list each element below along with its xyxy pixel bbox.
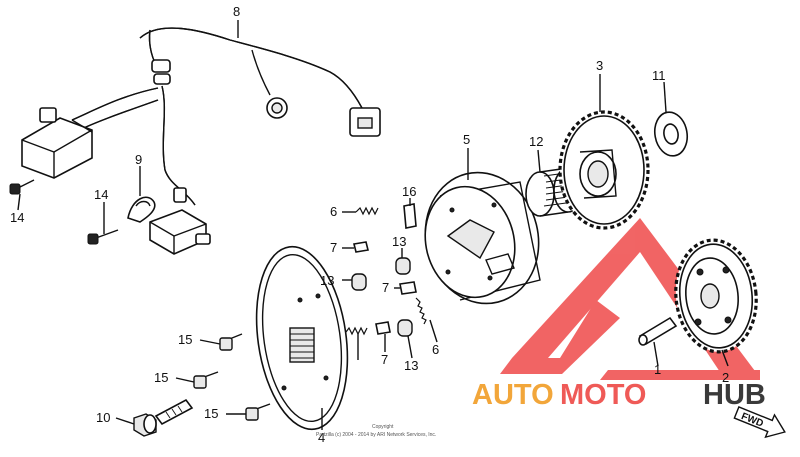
callout-3: 3 bbox=[596, 58, 603, 73]
flywheel-rotor bbox=[424, 171, 541, 305]
callout-13-left: 13 bbox=[320, 273, 334, 288]
callout-7-top: 7 bbox=[330, 240, 337, 255]
callout-5: 5 bbox=[463, 132, 470, 147]
callout-4: 4 bbox=[318, 430, 325, 445]
callout-14-left: 14 bbox=[10, 210, 24, 225]
callout-8: 8 bbox=[233, 4, 240, 19]
thrust-washer bbox=[653, 111, 689, 157]
callout-2: 2 bbox=[722, 370, 729, 385]
watermark-hub: HUB bbox=[703, 379, 766, 411]
watermark-auto: AUTO bbox=[472, 379, 554, 411]
bolt-15-top bbox=[219, 333, 243, 351]
leader-lines bbox=[17, 20, 729, 430]
callout-13-bottom: 13 bbox=[404, 358, 418, 373]
bolt-15-middle bbox=[193, 371, 219, 389]
callout-7-middle: 7 bbox=[382, 280, 389, 295]
wire-harness bbox=[71, 27, 381, 206]
callout-14-center: 14 bbox=[94, 187, 108, 202]
callout-16: 16 bbox=[402, 184, 416, 199]
one-way-clutch-small-parts bbox=[345, 203, 427, 337]
copyright-notice: Copyright Partzilla (c) 2004 - 2014 by A… bbox=[316, 424, 436, 438]
callout-6-top: 6 bbox=[330, 204, 337, 219]
callout-7-bottom: 7 bbox=[381, 352, 388, 367]
ignition-module bbox=[149, 187, 211, 255]
bolt-14-center bbox=[87, 229, 119, 245]
callout-10: 10 bbox=[96, 410, 110, 425]
callout-13-middle: 13 bbox=[392, 234, 406, 249]
callout-15-bottom: 15 bbox=[204, 406, 218, 421]
callout-11: 11 bbox=[652, 68, 666, 83]
flywheel-bolt-10 bbox=[133, 398, 194, 437]
callout-15-middle: 15 bbox=[154, 370, 168, 385]
svg-text:Copyright: Copyright bbox=[372, 424, 394, 430]
reduction-gear-shaft bbox=[638, 316, 678, 346]
fwd-label: FWD bbox=[740, 411, 765, 430]
wire-clamp bbox=[127, 196, 156, 223]
callout-6-bottom: 6 bbox=[432, 342, 439, 357]
stator-plate bbox=[255, 245, 349, 431]
callout-1: 1 bbox=[654, 362, 661, 377]
starter-reduction-gear bbox=[674, 238, 758, 354]
callout-9: 9 bbox=[135, 152, 142, 167]
watermark-text: AUTO MOTO HUB bbox=[472, 379, 766, 411]
callout-12: 12 bbox=[529, 134, 543, 149]
callout-labels: 1 2 3 4 5 6 6 7 7 7 8 9 10 11 12 13 13 1… bbox=[10, 4, 729, 445]
starter-driven-gear bbox=[558, 110, 650, 230]
pulse-generator-module bbox=[21, 107, 93, 179]
svg-text:Partzilla (c) 2004 - 2014 by A: Partzilla (c) 2004 - 2014 by ARI Network… bbox=[316, 432, 436, 438]
bolt-15-bottom bbox=[245, 403, 271, 421]
bolt-14-left bbox=[9, 179, 35, 195]
callout-15-top: 15 bbox=[178, 332, 192, 347]
watermark-moto: MOTO bbox=[560, 379, 646, 411]
